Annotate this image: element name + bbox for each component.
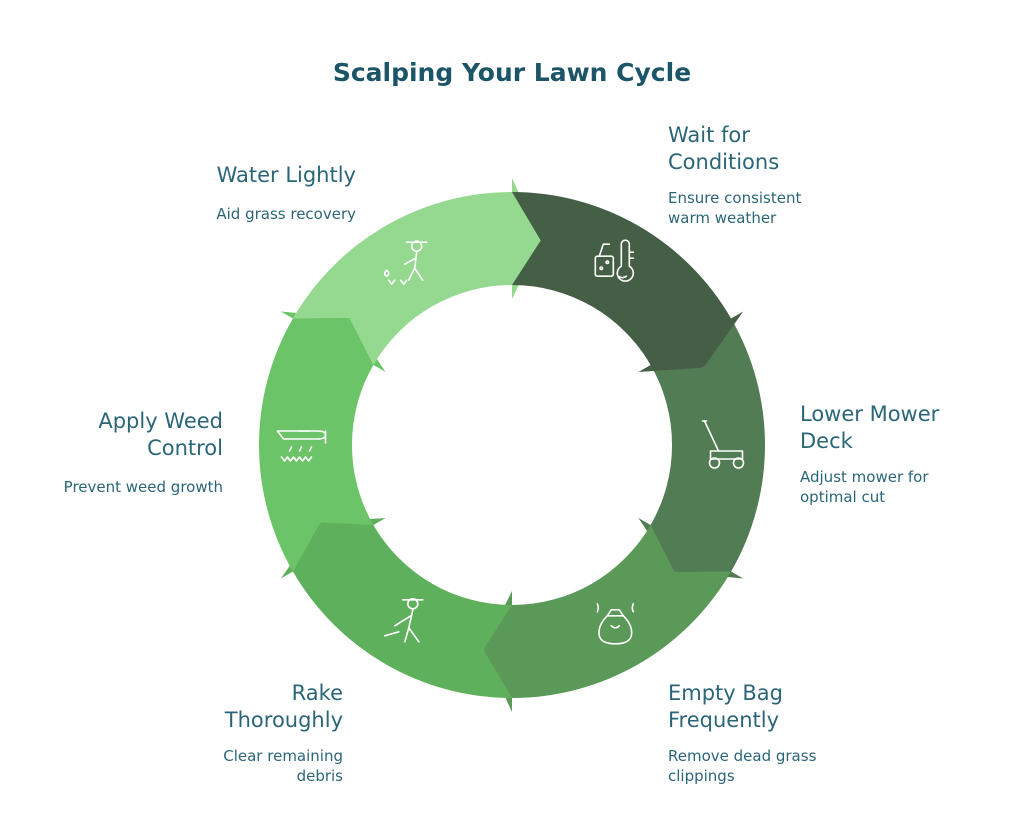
cycle-segment-2 — [638, 318, 765, 579]
raking-gardener-icon — [383, 597, 424, 643]
step-water-lightly-desc: Aid grass recovery — [216, 205, 356, 223]
page-title: Scalping Your Lawn Cycle — [332, 58, 692, 87]
thermometer-icon — [594, 239, 635, 282]
crop-duster-icon — [276, 430, 327, 462]
cycle-segment-3 — [483, 525, 732, 712]
cycle-segment-4 — [280, 518, 512, 698]
cycle-segment-1 — [512, 192, 744, 372]
watering-gardener-icon — [383, 240, 428, 286]
step-water-lightly-title: Water Lightly — [216, 163, 356, 187]
step-apply-weed-control-desc: Prevent weed growth — [63, 478, 223, 496]
cycle-segment-5 — [259, 311, 386, 572]
grass-bag-icon — [596, 602, 635, 645]
lawn-mower-icon — [701, 420, 745, 469]
